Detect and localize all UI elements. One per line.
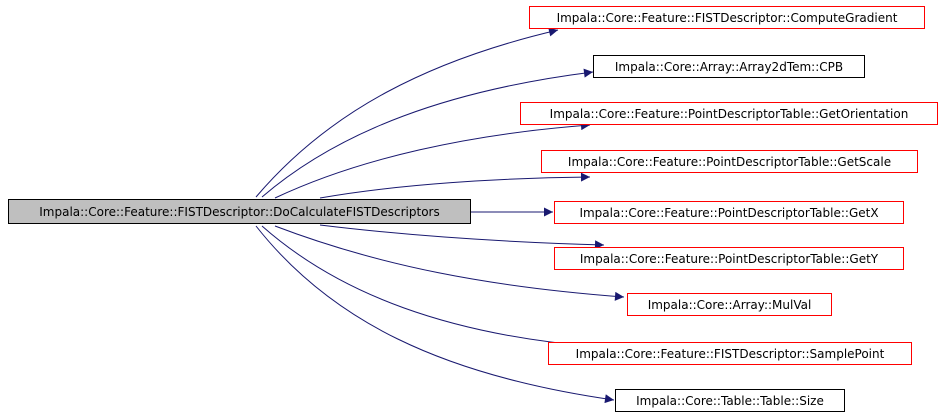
node-array2dtem-cpb[interactable]: Impala::Core::Array::Array2dTem::CPB <box>593 55 865 78</box>
node-getx[interactable]: Impala::Core::Feature::PointDescriptorTa… <box>554 201 904 224</box>
node-getorientation[interactable]: Impala::Core::Feature::PointDescriptorTa… <box>520 102 938 125</box>
node-computegradient[interactable]: Impala::Core::Feature::FISTDescriptor::C… <box>529 6 925 29</box>
edge-to-samplepoint <box>261 225 599 351</box>
edge-to-getorientation <box>274 121 591 199</box>
edge-to-computegradient <box>255 27 559 198</box>
edge-to-getscale <box>319 172 591 199</box>
node-table-size[interactable]: Impala::Core::Table::Table::Size <box>615 389 845 412</box>
edge-to-mulval <box>274 225 625 301</box>
node-samplepoint[interactable]: Impala::Core::Feature::FISTDescriptor::S… <box>548 342 912 365</box>
node-getscale[interactable]: Impala::Core::Feature::PointDescriptorTa… <box>541 150 918 173</box>
node-mulval[interactable]: Impala::Core::Array::MulVal <box>627 293 832 316</box>
edge-to-gety <box>319 224 605 250</box>
node-gety[interactable]: Impala::Core::Feature::PointDescriptorTa… <box>554 247 904 270</box>
edge-to-tablesize <box>255 225 615 404</box>
edge-to-cpb <box>261 68 594 198</box>
node-docalculatefistdescriptors[interactable]: Impala::Core::Feature::FISTDescriptor::D… <box>8 199 471 224</box>
